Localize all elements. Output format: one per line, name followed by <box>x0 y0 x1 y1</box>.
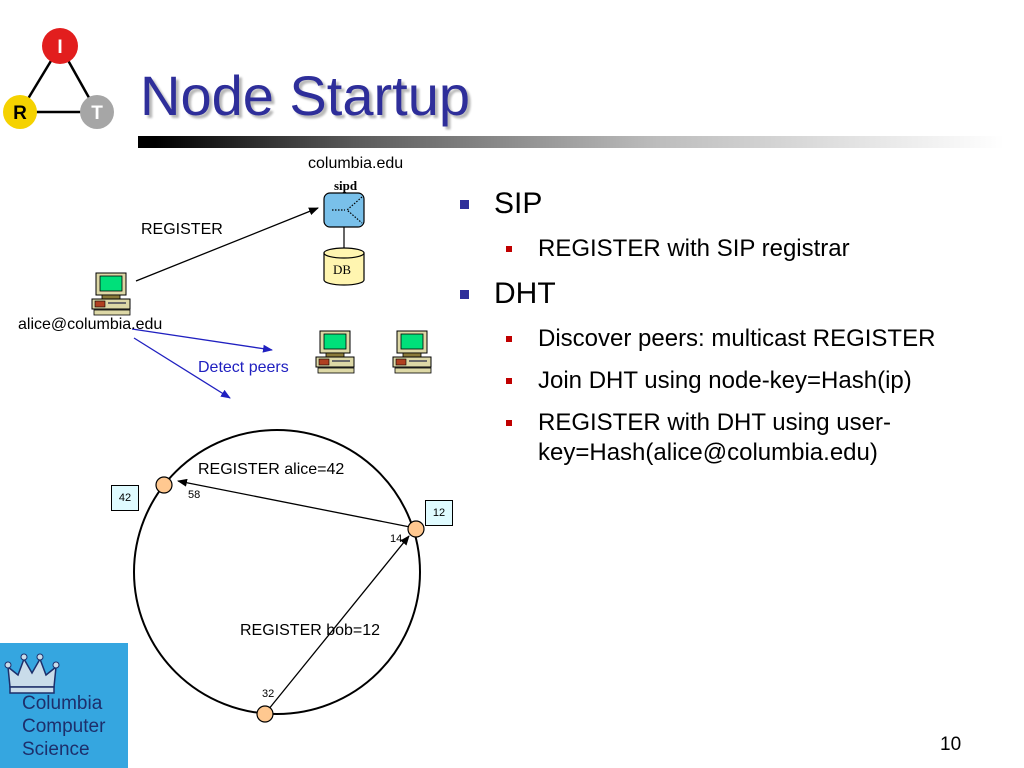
sub-bullet: Discover peers: multicast REGISTER <box>458 324 1018 354</box>
register-alice-label: REGISTER alice=42 <box>198 461 345 478</box>
sub-bullet: Join DHT using node-key=Hash(ip) <box>458 366 1018 396</box>
detect-peers-label: Detect peers <box>198 359 289 376</box>
irt-i-letter: I <box>57 37 62 58</box>
node-id-label: 58 <box>188 489 201 501</box>
peer-computer-icon <box>315 330 355 374</box>
bullet-sip: SIP <box>458 186 1018 222</box>
slide-title: Node Startup <box>140 64 470 127</box>
register-bob-label: REGISTER bob=12 <box>240 622 381 639</box>
dht-node-14 <box>407 520 425 538</box>
register-alice-arrow <box>177 478 411 528</box>
database-icon <box>323 247 365 286</box>
logo-line: Columbia <box>22 693 103 714</box>
node-id-label: 14 <box>390 533 403 545</box>
dht-ring <box>133 429 421 715</box>
node-id-label: 32 <box>262 688 275 700</box>
irt-r-letter: R <box>13 103 27 124</box>
dht-node-58 <box>155 476 173 494</box>
alice-computer-icon <box>91 272 131 316</box>
logo-line: Computer <box>22 716 106 737</box>
irt-t-circle <box>80 95 114 129</box>
register-bob-arrow <box>267 535 410 711</box>
title-underline-bar <box>138 136 1004 148</box>
key-box-12: 12 <box>425 500 453 526</box>
detect-peers-arrow <box>131 328 273 353</box>
irt-r-circle <box>3 95 37 129</box>
sub-bullet: REGISTER with DHT using user-key=Hash(al… <box>458 408 1018 468</box>
columbia-logo <box>0 643 128 768</box>
register-arrow <box>135 207 319 282</box>
user-address-label: alice@columbia.edu <box>18 316 163 333</box>
logo-text: Columbia Computer Science <box>22 692 105 761</box>
db-label: DB <box>333 262 352 277</box>
register-label: REGISTER <box>141 221 223 238</box>
irt-i-circle <box>42 28 78 64</box>
sipd-label: sipd <box>334 178 358 193</box>
irt-logo: I R T <box>3 28 114 129</box>
bullet-dht: DHT <box>458 276 1018 312</box>
server-domain-label: columbia.edu <box>308 155 404 172</box>
page-number: 10 <box>940 734 962 755</box>
bullet-list: SIP REGISTER with SIP registrar DHT Disc… <box>458 186 1018 480</box>
sub-bullet: REGISTER with SIP registrar <box>458 234 1018 264</box>
dht-node-32 <box>256 705 274 723</box>
detect-peers-arrow <box>133 337 231 399</box>
logo-line: Science <box>22 739 90 760</box>
key-box-42: 42 <box>111 485 139 511</box>
crown-icon <box>4 653 60 694</box>
peer-computer-icon <box>392 330 432 374</box>
irt-t-letter: T <box>91 103 103 124</box>
